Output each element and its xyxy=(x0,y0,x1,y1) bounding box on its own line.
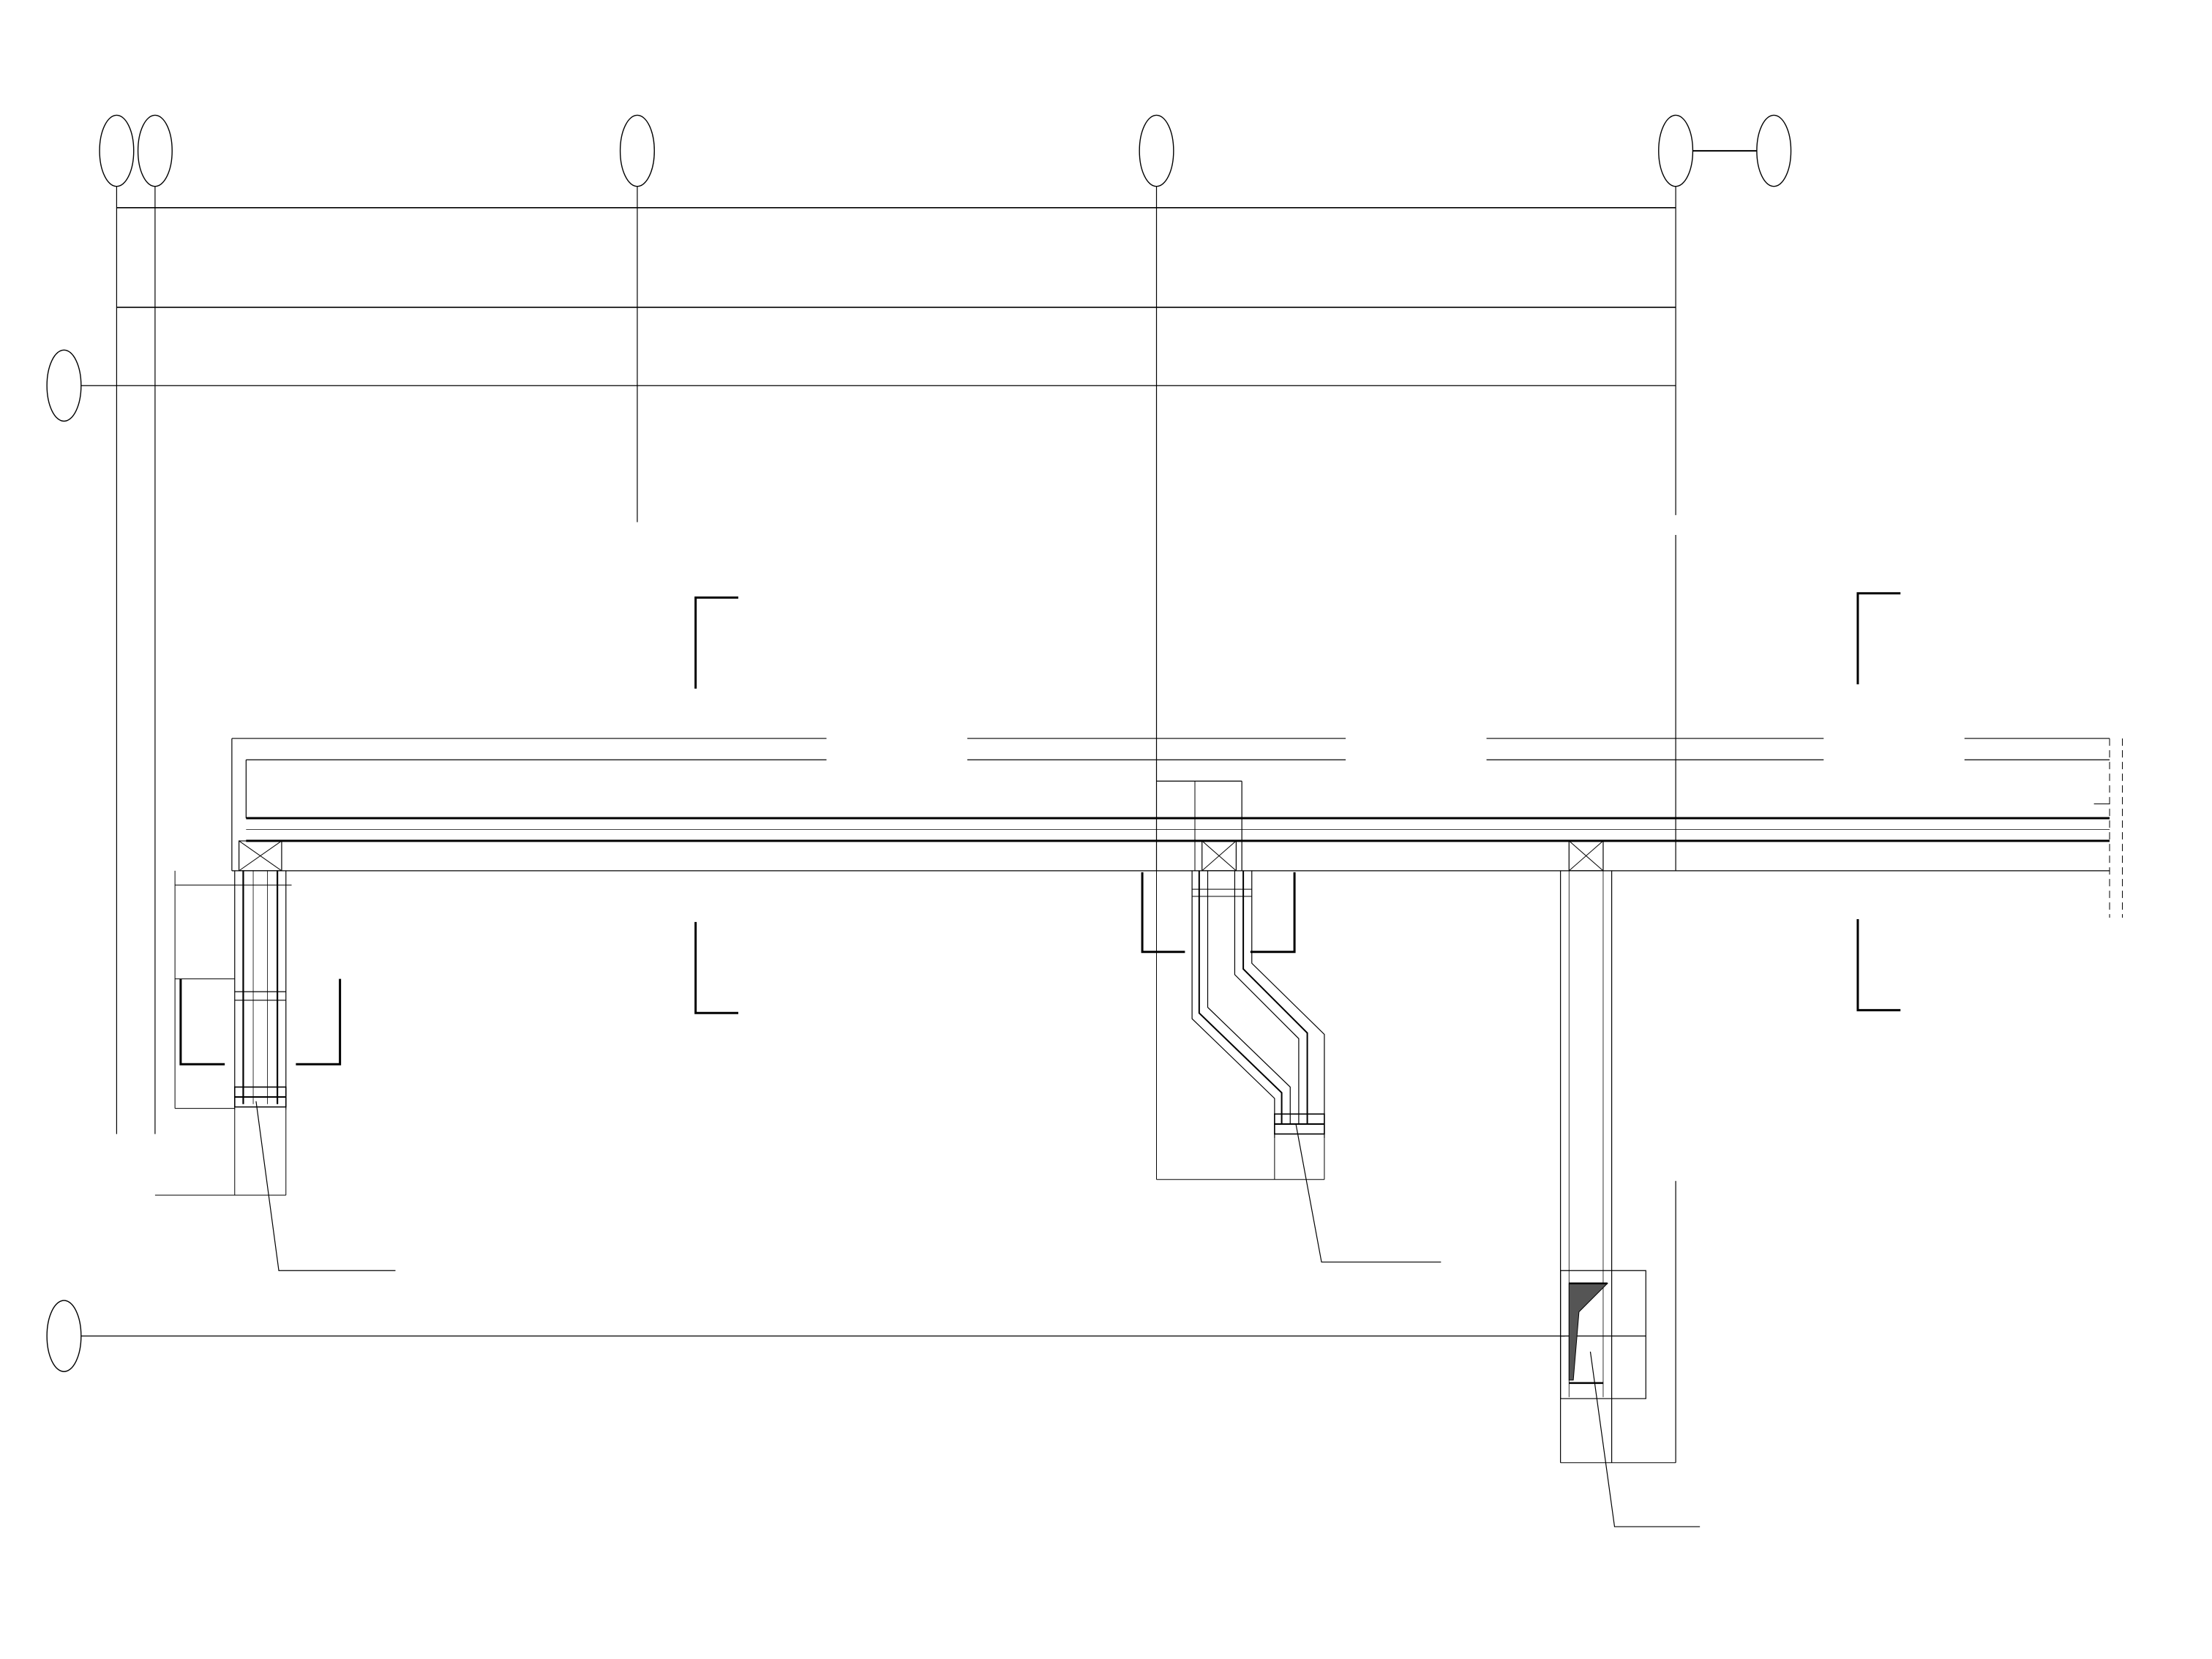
section-mark xyxy=(696,598,738,689)
main-beam xyxy=(232,738,2123,918)
section-mark xyxy=(181,979,225,1065)
support-column-left xyxy=(155,841,292,1195)
leader-lines xyxy=(256,1101,1700,1527)
section-mark xyxy=(296,979,340,1065)
leader-note xyxy=(1590,1352,1700,1527)
section-markers xyxy=(181,593,1900,1065)
leader-note xyxy=(1296,1124,1441,1262)
section-mark xyxy=(1251,872,1294,952)
section-mark xyxy=(1858,593,1900,684)
support-column-middle xyxy=(1157,781,1324,1179)
section-mark xyxy=(1142,872,1185,952)
leader-note xyxy=(256,1101,396,1270)
support-column-right xyxy=(1561,841,1676,1463)
grid-lines xyxy=(81,151,1757,1463)
section-mark xyxy=(1858,919,1900,1010)
section-mark xyxy=(696,922,738,1013)
